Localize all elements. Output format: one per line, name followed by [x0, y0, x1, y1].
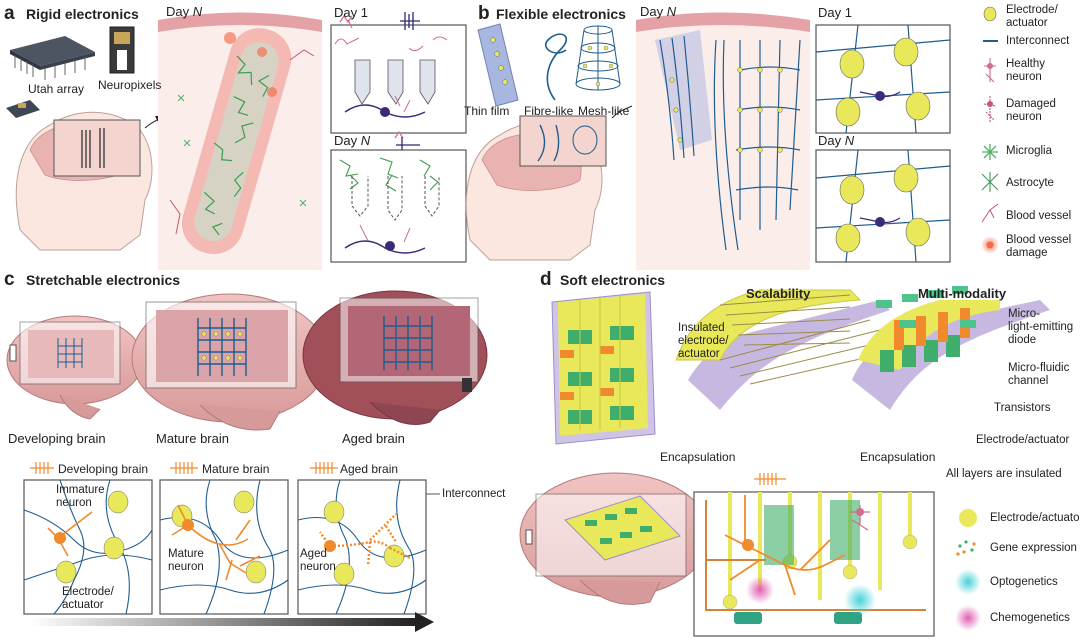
panel-a-letter: a [4, 3, 15, 24]
panel-a-title: Rigid electronics [26, 6, 139, 22]
developing-brain [6, 315, 144, 420]
panel-d-legend-icons [955, 509, 981, 631]
panel-d-brain [519, 472, 711, 605]
developing-brain-label: Developing brain [8, 431, 106, 446]
panel-a-day-n-tissue [158, 12, 322, 270]
panel-a-day1-label: Day 1 [334, 5, 368, 20]
micro-fluidic-label: Micro-fluidic channel [1008, 362, 1070, 387]
multi-modality-label: Multi-modality [918, 286, 1007, 301]
encapsulation-left-label: Encapsulation [660, 450, 736, 464]
panel-a-head [15, 111, 162, 251]
panel-d-letter: d [540, 269, 552, 290]
panel-c-electrode-label: Electrode/ actuator [62, 586, 114, 611]
insulated-electrode-label: Insulated electrode/ actuator [678, 322, 729, 360]
mature-neuron-label: Mature neuron [168, 548, 204, 573]
panel-c-box-developing [23, 462, 153, 615]
micro-led-label: Micro- light-emitting diode [1008, 308, 1074, 346]
aged-brain [302, 290, 488, 425]
utah-array-label: Utah array [28, 82, 85, 96]
legend-icons [981, 6, 999, 254]
legend-electrode: Electrode/ actuator [1006, 4, 1058, 29]
box-mature-label: Mature brain [202, 462, 270, 476]
box-aged-label: Aged brain [340, 462, 399, 476]
legend-microglia: Microglia [1006, 145, 1053, 157]
soft-device-stack [551, 291, 656, 445]
encapsulation-right-label: Encapsulation [860, 450, 936, 464]
panel-c-box-mature [159, 462, 289, 615]
flexible-device-icons [477, 23, 621, 107]
fibre-like-label: Fibre-like [524, 104, 574, 118]
panel-a-day-n-box [330, 130, 467, 263]
mesh-like-label: Mesh-like [578, 104, 630, 118]
panel-b-day-n-label: Day N [640, 4, 677, 19]
panel-a-day1-box [330, 12, 467, 134]
legend-d-electrode: Electrode/actuator [990, 512, 1080, 524]
panel-b-day1-box [815, 24, 951, 134]
legend-d-gene: Gene expression [990, 542, 1077, 554]
legend-blood-vessel-damage: Blood vessel damage [1006, 234, 1072, 259]
immature-neuron-label: Immature neuron [56, 484, 105, 509]
legend-blood-vessel: Blood vessel [1006, 210, 1072, 222]
neuropixels-label: Neuropixels [98, 78, 162, 92]
legend-healthy-neuron: Healthy neuron [1006, 58, 1045, 83]
scalability-label: Scalability [746, 286, 811, 301]
panel-b-day-n-box [815, 149, 951, 263]
all-insulated-label: All layers are insulated [946, 468, 1062, 480]
utah-array-chip [10, 36, 95, 80]
panel-b-head [465, 105, 633, 261]
panel-d-electrode-label: Electrode/actuator [976, 434, 1070, 446]
aged-neuron-label: Aged neuron [300, 548, 336, 573]
legend-damaged-neuron: Damaged neuron [1006, 98, 1056, 123]
aged-brain-label: Aged brain [342, 431, 405, 446]
mature-brain [131, 293, 329, 431]
panel-c-box-aged [297, 462, 440, 615]
panel-b-letter: b [478, 3, 490, 24]
legend-d-opto: Optogenetics [990, 576, 1058, 588]
neuropixels-probe [109, 26, 135, 74]
legend-d-chemo: Chemogenetics [990, 612, 1070, 624]
panel-d-zoom-box [693, 473, 935, 637]
legend-interconnect: Interconnect [1006, 35, 1070, 47]
mature-brain-label: Mature brain [156, 431, 229, 446]
small-chip [6, 100, 40, 118]
panel-c-title: Stretchable electronics [26, 272, 181, 288]
box-developing-label: Developing brain [58, 462, 149, 476]
panel-b-day1-label: Day 1 [818, 5, 852, 20]
panel-b-day-n-small-label: Day N [818, 133, 855, 148]
legend-astrocyte: Astrocyte [1006, 177, 1054, 189]
multi-modality-device [852, 286, 1050, 410]
age-arrow [30, 612, 434, 632]
panel-c-letter: c [4, 269, 15, 290]
panel-a-day-n-label: Day N [166, 4, 203, 19]
scalability-device [675, 289, 901, 410]
panel-c-interconnect-label: Interconnect [442, 488, 506, 500]
panel-b-title: Flexible electronics [496, 6, 626, 22]
thin-film-label: Thin film [464, 104, 510, 118]
panel-b-day-n-tissue [636, 12, 810, 270]
transistors-label: Transistors [994, 402, 1051, 414]
panel-d-title: Soft electronics [560, 272, 666, 288]
panel-a-day-n-small-label: Day N [334, 133, 371, 148]
